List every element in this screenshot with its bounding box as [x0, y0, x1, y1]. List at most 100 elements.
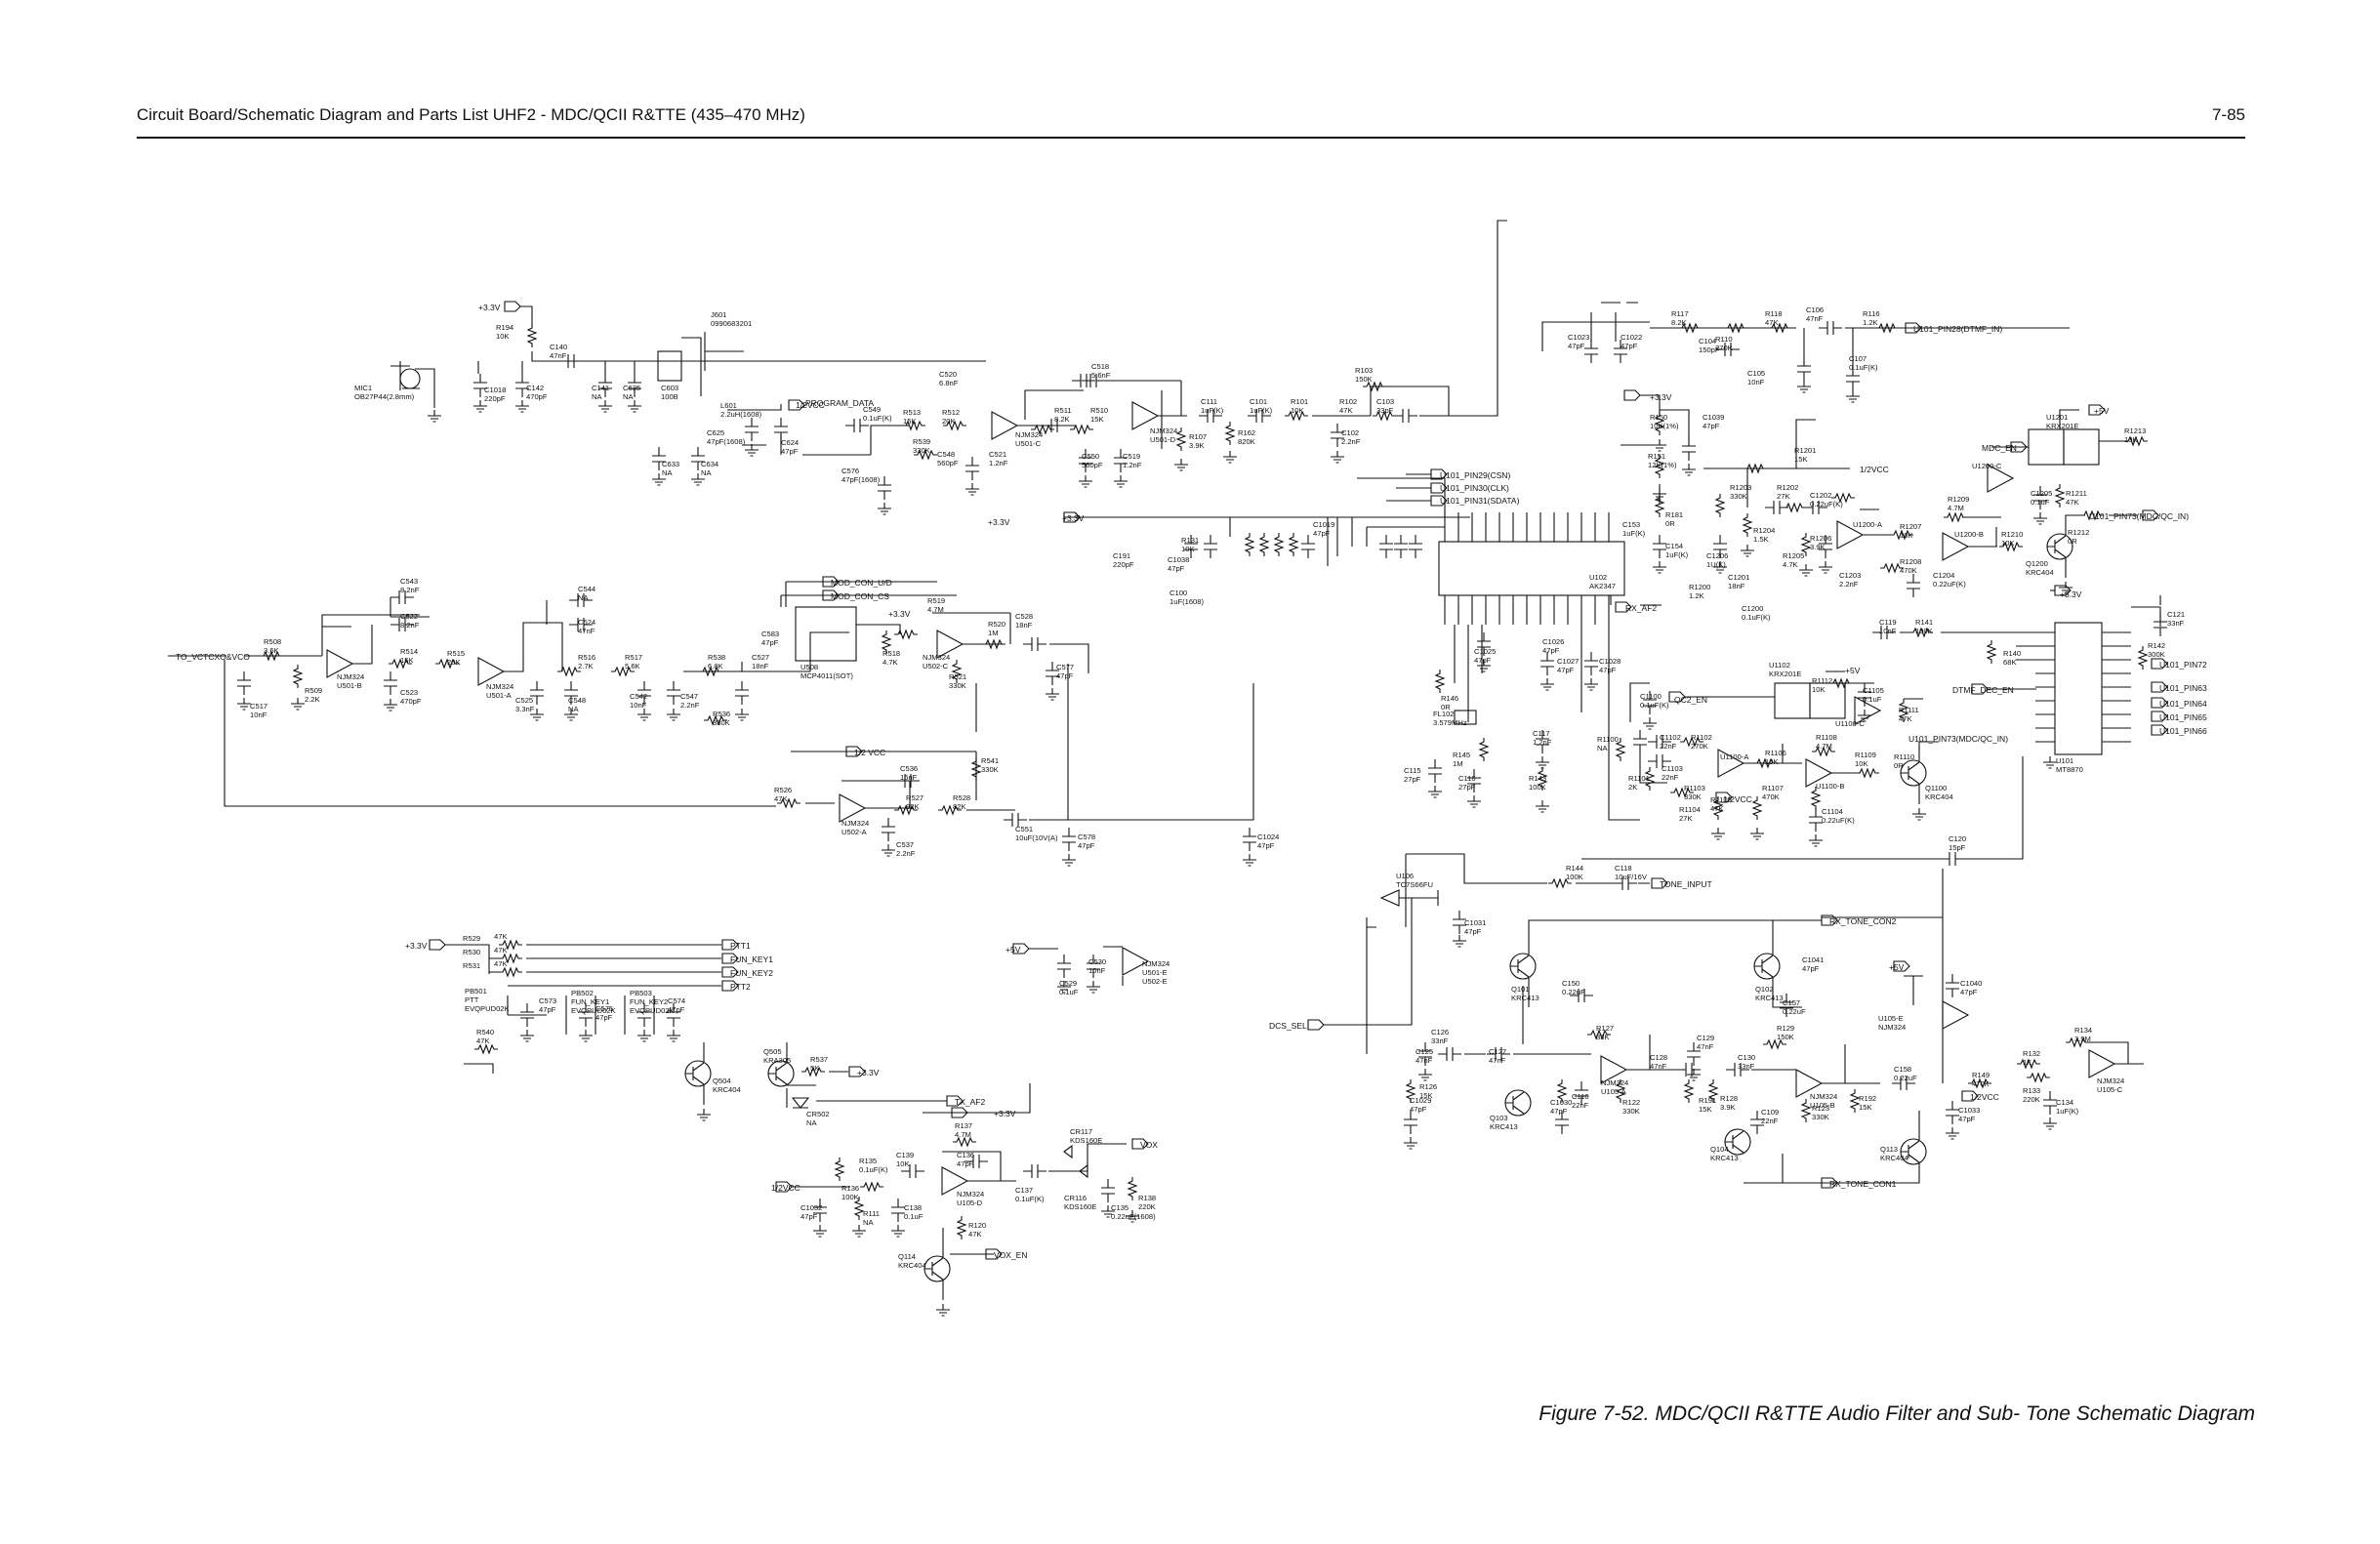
net-u101-pin28: U101_PIN28(DTMF_IN): [1913, 324, 2002, 334]
net-u101-pin30: U101_PIN30(CLK): [1440, 483, 1509, 493]
net-half-vcc: 1/2VCC: [796, 400, 825, 410]
net-half-vcc-u502: 1/2 VCC: [854, 748, 885, 757]
label-r529-value: 47K: [494, 932, 508, 941]
mdc-qc-filter-section: [1541, 302, 2159, 598]
net-u101-pin73b: U101_PIN73(MDC/QC_IN): [1908, 734, 2008, 744]
net-u101-pin31: U101_PIN31(SDATA): [1440, 496, 1520, 506]
net-tone-input: TONE_INPUT: [1660, 879, 1712, 889]
label-r531-value: 47K: [494, 959, 508, 968]
net-vox: VOX: [1140, 1140, 1158, 1150]
net-5v-u1102: +5V: [1845, 666, 1861, 675]
net-u101-pin65: U101_PIN65: [2159, 712, 2207, 722]
label-u1100b: U1100-B: [1816, 782, 1844, 791]
net-dcs-sel: DCS_SEL: [1269, 1021, 1307, 1031]
net-half-vcc-u105: 1/2VCC: [1970, 1092, 1999, 1102]
net-33v-mt8870: +3.3V: [2060, 589, 2082, 599]
qc2-decoder-section: [1616, 670, 1939, 847]
label-u1200b: U1200-B: [1954, 530, 1984, 539]
subtone-filter-section: [1366, 869, 2144, 1189]
label-u1200c: U1200-C: [1972, 462, 2002, 470]
net-33v-r131: +3.3V: [988, 517, 1010, 527]
net-mod-con-cs: MOD_CON_CS: [831, 591, 889, 601]
header-rule: [137, 137, 2245, 139]
figure-caption: Figure 7-52. MDC/QCII R&TTE Audio Filter…: [1539, 1402, 2255, 1425]
label-u1200a: U1200-A: [1853, 520, 1883, 529]
net-33v-keys: +3.3V: [405, 941, 428, 951]
net-dtmf-dec-en: DTMF_DEC_EN: [1952, 685, 2014, 695]
page-number: 7-85: [2211, 105, 2245, 124]
mic-input-section: [390, 301, 986, 486]
